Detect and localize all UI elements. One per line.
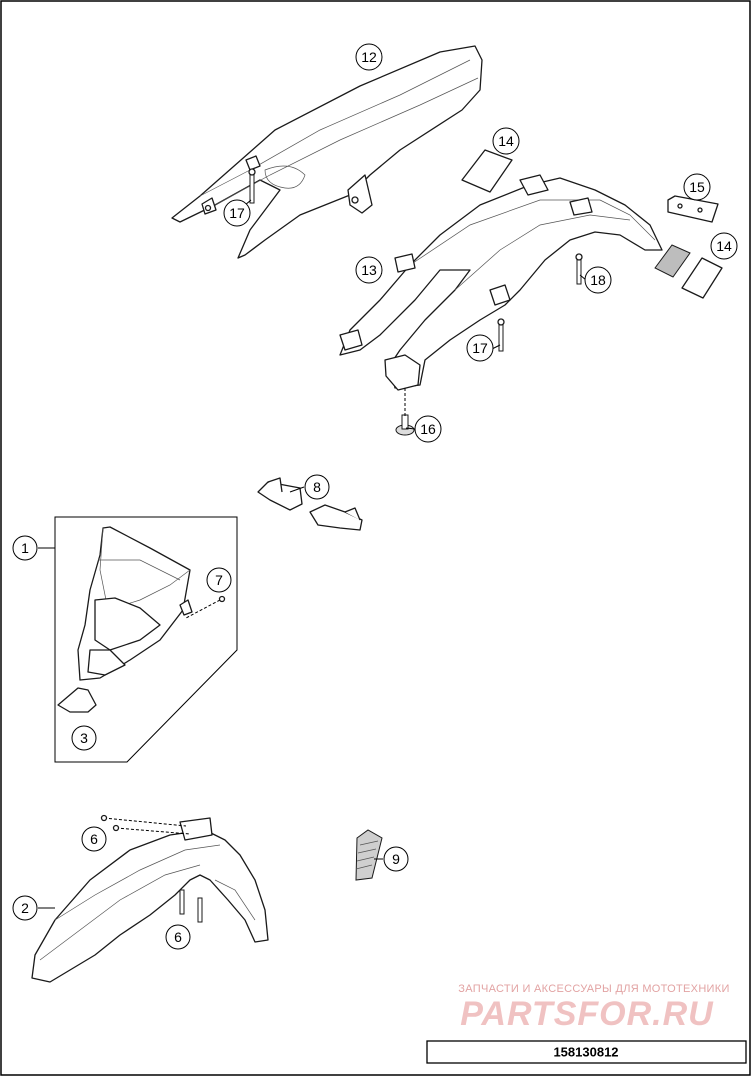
- svg-text:7: 7: [215, 572, 223, 588]
- callout-3: 3: [71, 725, 97, 751]
- callout-7: 7: [206, 567, 232, 593]
- svg-text:1: 1: [21, 540, 29, 556]
- callout-17-seat: 17: [223, 199, 251, 227]
- group-box: [54, 516, 238, 763]
- svg-text:17: 17: [472, 340, 488, 356]
- part-plate-holder: [667, 195, 719, 223]
- part-bolts-6: [100, 814, 203, 923]
- svg-text:9: 9: [392, 851, 400, 867]
- svg-text:16: 16: [420, 421, 436, 437]
- watermark-tagline: ЗАПЧАСТИ И АКСЕССУАРЫ ДЛЯ МОТОТЕХНИКИ: [458, 983, 729, 995]
- callout-18: 18: [584, 266, 612, 294]
- svg-text:14: 14: [498, 133, 514, 149]
- part-reflector-lower: [681, 257, 723, 299]
- svg-text:18: 18: [590, 272, 606, 288]
- callout-14-lower: 14: [710, 232, 738, 260]
- watermark: ЗАПЧАСТИ И АКСЕССУАРЫ ДЛЯ МОТОТЕХНИКИ PA…: [458, 983, 729, 1033]
- part-bolts: [248, 168, 583, 436]
- part-strap: [355, 829, 383, 881]
- svg-text:3: 3: [80, 730, 88, 746]
- callout-6-lower: 6: [165, 924, 191, 950]
- svg-text:6: 6: [174, 929, 182, 945]
- callout-16: 16: [414, 415, 442, 443]
- svg-text:2: 2: [21, 900, 29, 916]
- watermark-brand: PARTSFOR.RU: [460, 995, 714, 1033]
- part-headlight-mask: [77, 526, 193, 681]
- part-rear-fender: [339, 174, 663, 391]
- callout-9: 9: [383, 846, 409, 872]
- svg-text:14: 14: [716, 238, 732, 254]
- svg-text:13: 13: [361, 262, 377, 278]
- part-headlight-bracket: [57, 687, 97, 713]
- part-seat: [171, 45, 483, 259]
- callout-12: 12: [355, 43, 383, 71]
- svg-text:8: 8: [313, 479, 321, 495]
- diagram-number-box: 158130812: [426, 1040, 747, 1064]
- part-reflector-block: [654, 244, 691, 278]
- svg-text:15: 15: [689, 179, 705, 195]
- callout-15: 15: [683, 173, 711, 201]
- callout-2: 2: [12, 895, 38, 921]
- part-front-fender: [31, 817, 269, 983]
- svg-text:12: 12: [361, 49, 377, 65]
- part-cable-clips: [257, 477, 363, 531]
- diagram-number: 158130812: [553, 1045, 618, 1060]
- callout-13: 13: [355, 256, 383, 284]
- svg-text:17: 17: [229, 205, 245, 221]
- callout-6-upper: 6: [81, 826, 107, 852]
- svg-text:6: 6: [90, 831, 98, 847]
- callout-14-upper: 14: [492, 127, 520, 155]
- callout-8: 8: [304, 474, 330, 500]
- callout-1: 1: [12, 535, 38, 561]
- callout-17-fender: 17: [466, 334, 494, 362]
- part-screw-7: [185, 595, 226, 619]
- part-reflector-upper: [461, 149, 513, 193]
